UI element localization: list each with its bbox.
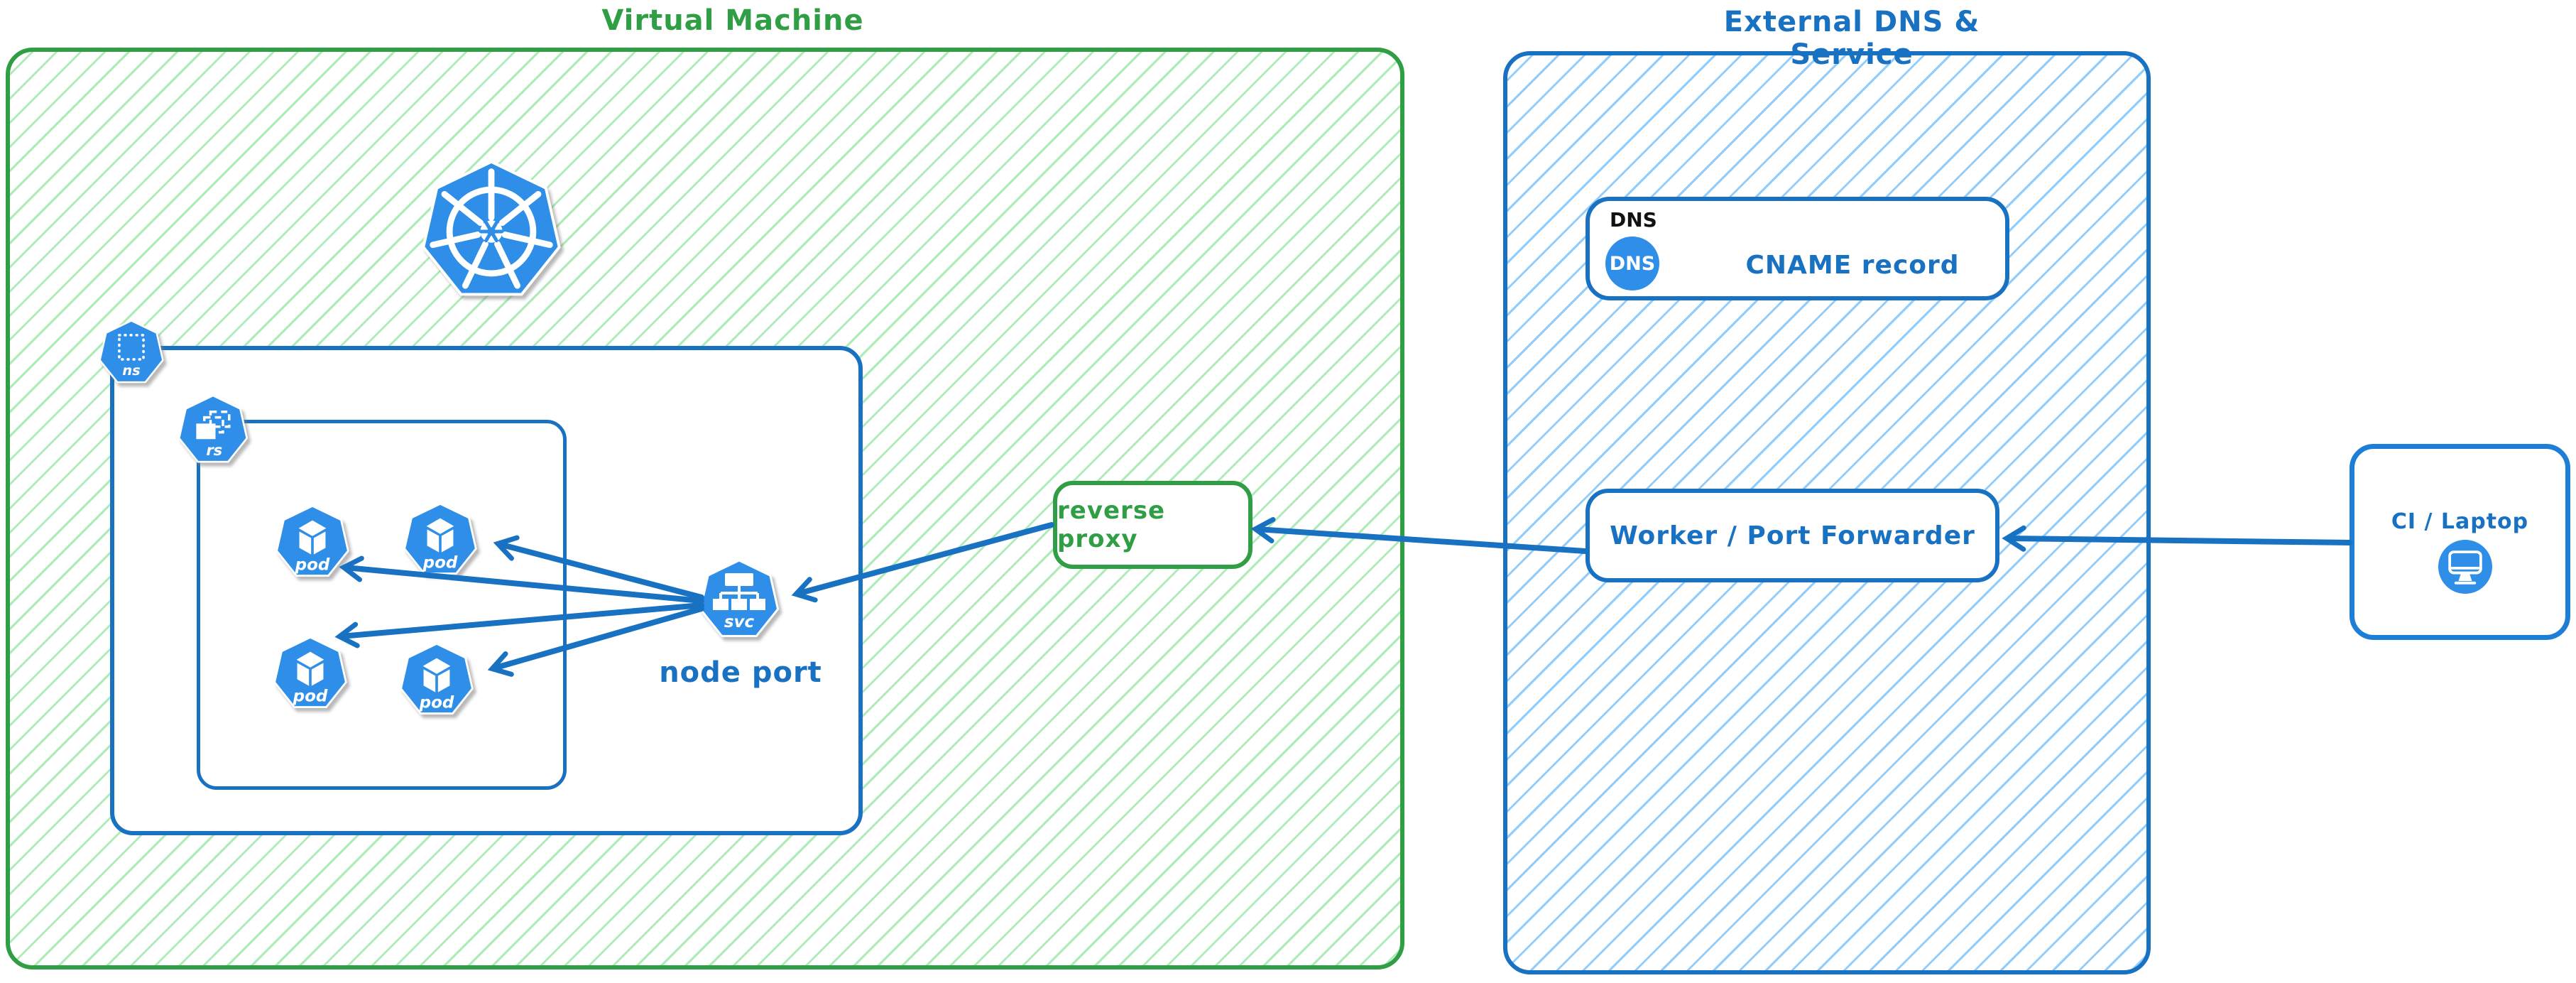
service-icon: svc: [699, 559, 780, 637]
svg-text:pod: pod: [422, 554, 458, 572]
svg-text:svc: svc: [724, 613, 755, 631]
svg-text:ns: ns: [122, 362, 141, 379]
replicaset-icon: rs: [178, 394, 249, 463]
reverse-proxy-label: reverse proxy: [1057, 496, 1166, 553]
namespace-icon: ns: [99, 320, 164, 384]
cname-record-label: CNAME record: [1745, 251, 1960, 280]
dns-record-node: DNS DNS CNAME record: [1586, 197, 2009, 300]
reverse-proxy-node: reverse proxy: [1053, 481, 1252, 569]
svg-text:rs: rs: [206, 442, 222, 459]
ci-laptop-label: CI / Laptop: [2391, 509, 2529, 534]
pod-icon: pod: [275, 504, 349, 577]
svg-text:pod: pod: [419, 694, 454, 712]
pod-icon: pod: [273, 636, 347, 708]
node-port-label: node port: [659, 656, 822, 689]
virtual-machine-title: Virtual Machine: [601, 4, 864, 37]
dns-badge-icon: DNS: [1605, 237, 1659, 290]
dns-tag-label: DNS: [1610, 208, 1657, 232]
worker-port-forwarder-label: Worker / Port Forwarder: [1610, 521, 1975, 550]
kubernetes-logo-icon: [422, 160, 561, 296]
worker-port-forwarder-node: Worker / Port Forwarder: [1586, 489, 1999, 582]
svg-text:pod: pod: [295, 556, 330, 575]
pod-icon: pod: [403, 502, 477, 575]
dns-badge-label: DNS: [1609, 252, 1656, 275]
ci-laptop-node: CI / Laptop: [2349, 444, 2570, 640]
svg-text:pod: pod: [293, 688, 328, 706]
pod-icon: pod: [400, 642, 474, 715]
external-dns-service-title: External DNS & Service: [1723, 6, 1980, 71]
monitor-icon: [2438, 540, 2492, 594]
replicaset-box: [197, 420, 567, 790]
